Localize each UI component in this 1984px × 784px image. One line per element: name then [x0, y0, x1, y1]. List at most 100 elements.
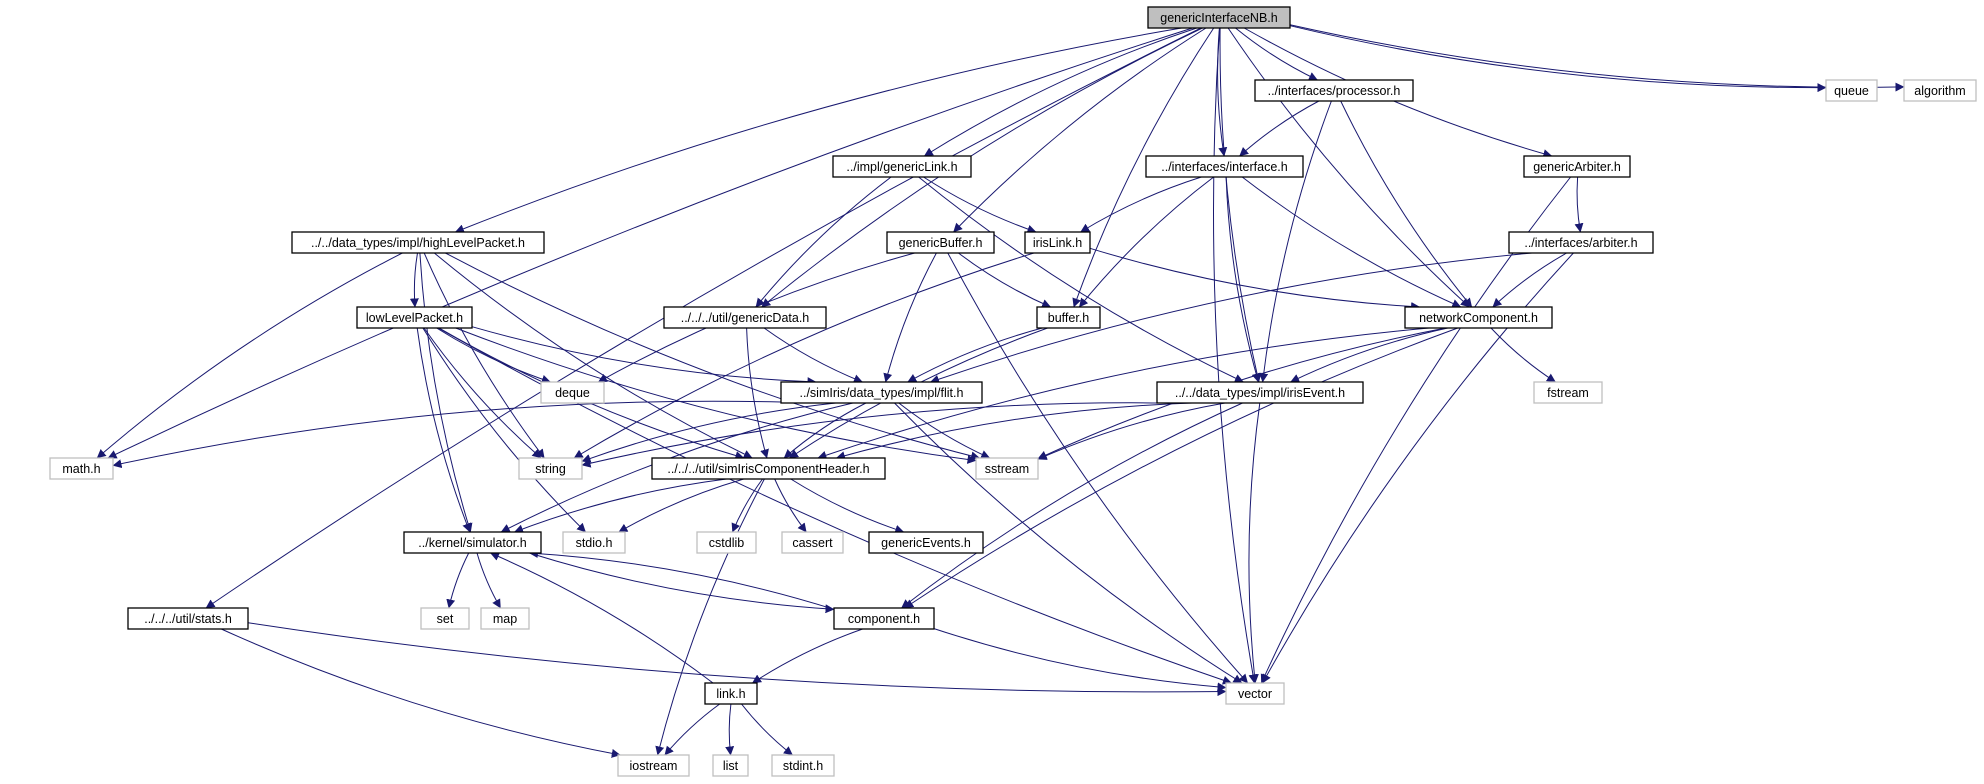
- node-mathh: math.h: [49, 457, 114, 480]
- node-box: [1508, 231, 1654, 254]
- node-string: string: [518, 457, 583, 480]
- edge-layer: [96, 24, 1905, 758]
- edge-genericInterfaceNB-to-buffer: [1072, 27, 1215, 308]
- edge-arbiter-to-flit: [930, 252, 1533, 384]
- edge-highLevelPacket-to-lowLevelPacket: [409, 252, 419, 308]
- node-simulator[interactable]: ../kernel/simulator.h: [403, 531, 542, 554]
- node-lowLevelPacket[interactable]: lowLevelPacket.h: [356, 306, 473, 329]
- node-list: list: [712, 754, 749, 777]
- node-label: ../interfaces/processor.h: [1268, 84, 1401, 98]
- edge-genericInterfaceNB-to-queue: [1289, 25, 1827, 93]
- edge-irisEvent-to-vector: [1248, 402, 1261, 684]
- node-label: ../../../util/simIrisComponentHeader.h: [667, 462, 869, 476]
- edge-flit-to-mathh: [112, 400, 782, 469]
- edge-stats-to-iostream: [221, 628, 621, 758]
- edge-linkh-to-iostream: [664, 703, 720, 756]
- node-interface[interactable]: ../interfaces/interface.h: [1145, 155, 1304, 178]
- node-irisLink[interactable]: irisLink.h: [1024, 231, 1091, 254]
- node-label: ../../data_types/impl/irisEvent.h: [1175, 386, 1345, 400]
- edge-simIrisComponentHeader-to-iostream: [655, 478, 765, 756]
- node-label: genericEvents.h: [881, 536, 971, 550]
- edge-networkComponent-to-sstream: [1037, 327, 1446, 460]
- node-sstream: sstream: [975, 457, 1039, 480]
- node-box: [420, 607, 470, 630]
- node-simIrisComponentHeader[interactable]: ../../../util/simIrisComponentHeader.h: [651, 457, 886, 480]
- edge-lowLevelPacket-to-vector: [437, 327, 1232, 685]
- node-stdint: stdint.h: [771, 754, 835, 777]
- node-box: [1533, 381, 1603, 404]
- node-box: [1024, 231, 1091, 254]
- edge-irisEvent-to-simIrisComponentHeader: [835, 402, 1193, 461]
- edge-simulator-to-set: [446, 552, 470, 609]
- node-highLevelPacket[interactable]: ../../data_types/impl/highLevelPacket.h: [291, 231, 545, 254]
- node-box: [868, 531, 984, 554]
- edge-lowLevelPacket-to-sstream: [455, 327, 977, 464]
- node-label: ../impl/genericLink.h: [846, 160, 957, 174]
- node-label: ../interfaces/interface.h: [1161, 160, 1288, 174]
- node-fstream: fstream: [1533, 381, 1603, 404]
- edge-genericInterfaceNB-to-vector: [1213, 27, 1258, 684]
- node-genericEvents[interactable]: genericEvents.h: [868, 531, 984, 554]
- node-label: ../../../util/stats.h: [144, 612, 232, 626]
- node-box: [1145, 155, 1304, 178]
- node-label: cstdlib: [709, 536, 744, 550]
- node-processor[interactable]: ../interfaces/processor.h: [1254, 79, 1414, 102]
- node-box: [1156, 381, 1364, 404]
- node-stats[interactable]: ../../../util/stats.h: [127, 607, 249, 630]
- node-cstdlib: cstdlib: [696, 531, 757, 554]
- node-box: [832, 155, 972, 178]
- edge-processor-to-interface: [1239, 100, 1320, 157]
- node-irisEvent[interactable]: ../../data_types/impl/irisEvent.h: [1156, 381, 1364, 404]
- node-box: [712, 754, 749, 777]
- edge-networkComponent-to-fstream: [1490, 327, 1556, 383]
- edge-genericArbiter-to-arbiter: [1574, 176, 1584, 233]
- node-genericData[interactable]: ../../../util/genericData.h: [663, 306, 827, 329]
- node-genericLink[interactable]: ../impl/genericLink.h: [832, 155, 972, 178]
- node-label: ../../data_types/impl/highLevelPacket.h: [311, 236, 525, 250]
- node-box: [562, 531, 626, 554]
- edge-lowLevelPacket-to-flit: [471, 326, 817, 387]
- edge-interface-to-irisLink: [1080, 176, 1202, 233]
- edge-genericInterfaceNB-to-mathh: [107, 27, 1193, 459]
- edge-genericInterfaceNB-to-processor: [1235, 27, 1318, 81]
- edge-simulator-to-component: [529, 552, 835, 614]
- node-label: iostream: [630, 759, 678, 773]
- edge-flit-to-sstream: [898, 402, 991, 459]
- node-label: math.h: [62, 462, 100, 476]
- node-vector: vector: [1225, 682, 1285, 705]
- node-label: ../simIris/data_types/impl/flit.h: [800, 386, 964, 400]
- node-flit[interactable]: ../simIris/data_types/impl/flit.h: [780, 381, 983, 404]
- node-box: [886, 231, 995, 254]
- node-box: [1254, 79, 1414, 102]
- edge-networkComponent-to-simIrisComponentHeader: [817, 327, 1430, 460]
- edge-simIrisComponentHeader-to-cassert: [774, 478, 807, 533]
- node-genericInterfaceNB[interactable]: genericInterfaceNB.h: [1147, 6, 1291, 29]
- node-networkComponent[interactable]: networkComponent.h: [1404, 306, 1553, 329]
- node-linkh[interactable]: link.h: [704, 682, 758, 705]
- node-buffer[interactable]: buffer.h: [1036, 306, 1101, 329]
- node-arbiter[interactable]: ../interfaces/arbiter.h: [1508, 231, 1654, 254]
- node-label: stdio.h: [576, 536, 613, 550]
- edge-simIrisComponentHeader-to-cstdlib: [731, 478, 763, 533]
- edge-highLevelPacket-to-string: [423, 252, 545, 459]
- node-queue: queue: [1825, 79, 1878, 102]
- node-label: component.h: [848, 612, 920, 626]
- node-box: [780, 381, 983, 404]
- edge-interface-to-buffer: [1078, 176, 1215, 308]
- edge-simulator-to-map: [476, 552, 501, 609]
- node-genericArbiter[interactable]: genericArbiter.h: [1523, 155, 1631, 178]
- edge-simIrisComponentHeader-to-stdio: [618, 478, 744, 533]
- edge-lowLevelPacket-to-simulator: [416, 327, 471, 533]
- edge-stats-to-vector: [247, 622, 1227, 697]
- node-label: lowLevelPacket.h: [366, 311, 463, 325]
- node-component[interactable]: component.h: [833, 607, 935, 630]
- node-label: vector: [1238, 687, 1272, 701]
- edge-irisEvent-to-sstream: [1037, 402, 1226, 460]
- edge-simIrisComponentHeader-to-simulator: [514, 478, 727, 534]
- edge-highLevelPacket-to-mathh: [96, 252, 403, 459]
- edge-genericInterfaceNB-to-stats: [205, 27, 1202, 609]
- edge-component-to-vector: [933, 628, 1227, 692]
- node-genericBuffer[interactable]: genericBuffer.h: [886, 231, 995, 254]
